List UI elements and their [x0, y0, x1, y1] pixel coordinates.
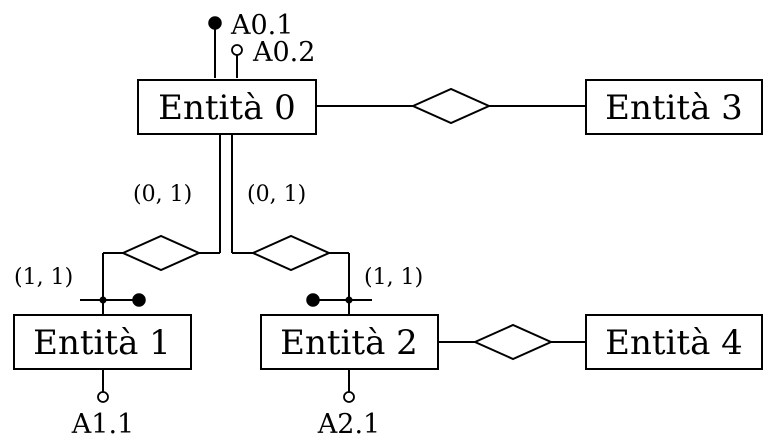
entity-0-label: Entità 0: [158, 88, 296, 128]
entity-3-box: [585, 79, 763, 135]
cardinality-e0-left: (0, 1): [133, 182, 192, 207]
relationship-e0-e1: [102, 134, 221, 314]
entity-4-label: Entità 4: [605, 323, 743, 363]
external-identifier-e2-dot: [306, 293, 320, 307]
attribute-a0-2-dot: [231, 44, 243, 56]
attribute-a2-1: A2.1: [317, 369, 380, 440]
entity-1-label: Entità 1: [33, 323, 171, 363]
attribute-a0-1-identifier-dot: [208, 16, 222, 30]
relationship-e0-e2-diamond: [250, 234, 332, 272]
entity-4: Entità 4: [585, 314, 763, 370]
attribute-a2-1-label: A2.1: [317, 409, 380, 440]
relationship-e0-e1-diamond: [120, 234, 202, 272]
external-identifier-e1-dot: [132, 293, 146, 307]
entity-3: Entità 3: [585, 79, 763, 135]
entity-1-box: [13, 314, 192, 370]
relationship-e0-e3-diamond: [410, 87, 492, 125]
entity-0: Entità 0: [137, 79, 317, 135]
relationship-e0-e3: [316, 87, 586, 125]
cardinality-e1: (1, 1): [14, 265, 73, 290]
entity-1: Entità 1: [13, 314, 192, 370]
attribute-a1-1: A1.1: [71, 369, 134, 440]
entity-0-box: [137, 79, 317, 135]
external-identifier-e1-junction-dot: [99, 296, 107, 304]
external-identifier-e2-junction-dot: [345, 296, 353, 304]
entity-3-label: Entità 3: [605, 88, 743, 128]
external-identifier-e2: [306, 293, 372, 307]
entity-4-box: [585, 314, 763, 370]
attribute-a2-1-dot: [343, 391, 355, 403]
attribute-a1-1-label: A1.1: [71, 409, 134, 440]
external-identifier-e1: [80, 293, 146, 307]
relationship-e2-e4-diamond: [472, 323, 554, 361]
cardinality-e2: (1, 1): [364, 265, 423, 290]
relationship-e2-e4: [438, 323, 586, 361]
attribute-a1-1-dot: [97, 391, 109, 403]
attribute-a0-1-label: A0.1: [230, 10, 293, 41]
entity-2: Entità 2: [260, 314, 439, 370]
attribute-a0-1: A0.1: [208, 10, 293, 78]
attribute-a0-2: A0.2: [231, 37, 315, 78]
entity-2-label: Entità 2: [280, 323, 418, 363]
cardinality-e0-right: (0, 1): [247, 182, 306, 207]
relationship-e0-e2: [231, 134, 350, 314]
attribute-a0-2-label: A0.2: [252, 37, 315, 68]
